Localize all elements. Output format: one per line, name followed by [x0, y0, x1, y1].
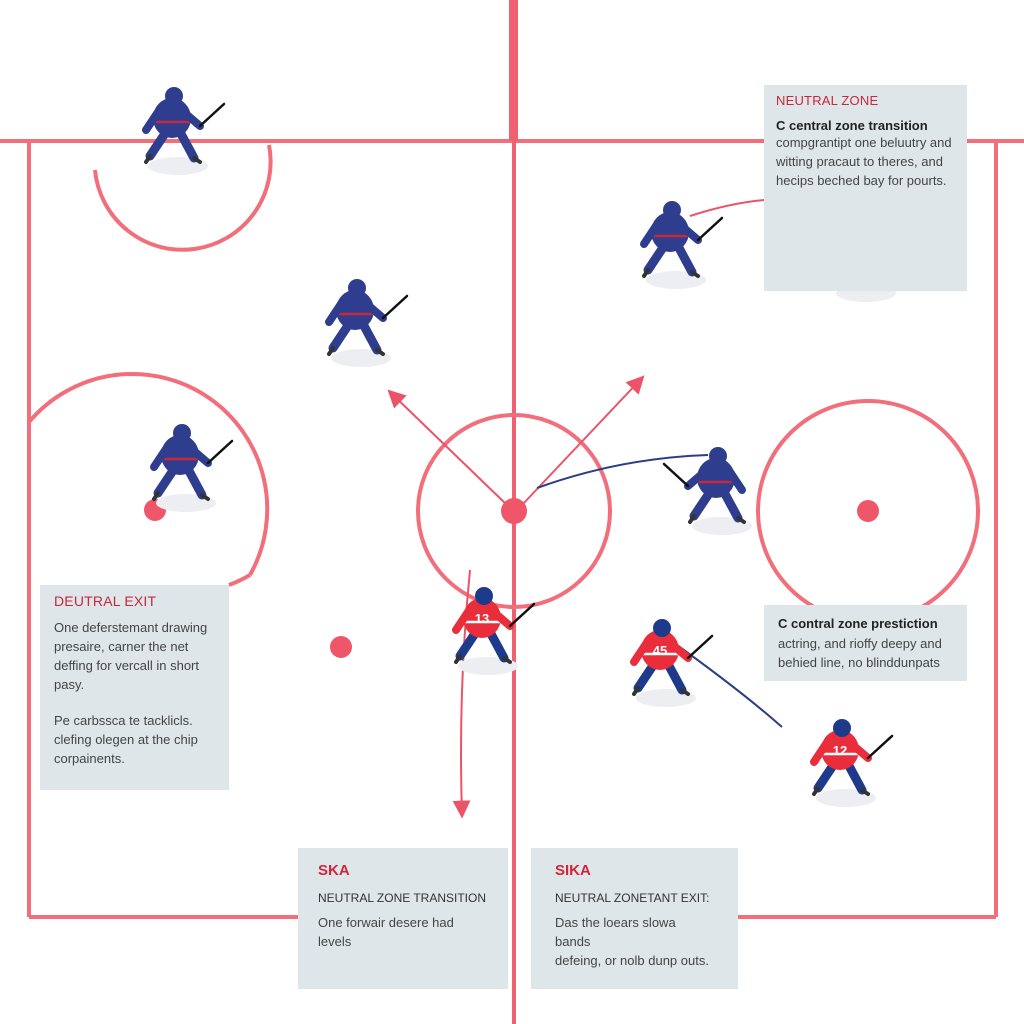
player: 12: [810, 719, 894, 807]
player: 45: [630, 619, 714, 707]
player: 13: [452, 587, 536, 675]
callout-body: compgrantipt one beluutry and witting pr…: [776, 133, 955, 190]
callout-line: hecips beched bay for pourts.: [776, 173, 947, 188]
center-faceoff-circle: [416, 413, 612, 609]
callout-line: One deferstemant drawing: [54, 620, 208, 635]
player-number: 13: [475, 611, 489, 626]
player: [662, 447, 752, 535]
callout-line: deffing for vercall in short: [54, 658, 199, 673]
callout-body: Das the loears slowa bands defeing, or n…: [555, 913, 714, 970]
callout-line: Pe carbssca te tacklicls.: [54, 713, 193, 728]
player-number: 45: [653, 643, 667, 658]
callout-line: presaire, carner the net: [54, 639, 189, 654]
player: [150, 424, 234, 512]
arrow-up-left: [387, 389, 508, 506]
callout-body-2: Pe carbssca te tacklicls. clefing olegen…: [54, 711, 215, 768]
left-faceoff-circle-lower: [228, 573, 252, 587]
players: 13 45 12: [142, 87, 914, 807]
left-faceoff-circle: [27, 372, 270, 576]
right-faceoff-dot: [857, 500, 879, 522]
callout-title: SIKA: [555, 862, 591, 879]
callout-subtitle: NEUTRAL ZONE TRANSITION: [318, 891, 487, 905]
callout-sika: SIKA NEUTRAL ZONETANT EXIT: Das the loea…: [531, 848, 738, 989]
callout-deutral-exit: DEUTRAL EXIT One deferstemant drawing pr…: [40, 585, 229, 790]
neutral-dot: [330, 636, 352, 658]
player: [325, 279, 409, 367]
arrow-up-right: [521, 375, 645, 506]
player-number: 12: [833, 743, 847, 758]
center-faceoff-dot: [501, 498, 527, 524]
callout-line: behied line, no blinddunpats: [778, 655, 940, 670]
callout-heading: C central zone transition: [776, 118, 928, 133]
top-left-faceoff-arc: [93, 144, 273, 252]
callout-line: corpainents.: [54, 751, 125, 766]
callout-line: pasy.: [54, 677, 85, 692]
callout-zone-prestiction: C contral zone prestiction actring, and …: [764, 605, 967, 681]
callout-body: actring, and rioffy deepy and behied lin…: [778, 634, 953, 672]
callout-line: witting pracaut to theres, and: [776, 154, 943, 169]
callout-line: actring, and rioffy deepy and: [778, 636, 942, 651]
pointer-line: [689, 199, 765, 217]
player: [142, 87, 226, 175]
callout-body-1: One deferstemant drawing presaire, carne…: [54, 618, 215, 694]
callout-heading: C contral zone prestiction: [778, 616, 938, 631]
callout-neutral-zone: NEUTRAL ZONE C central zone transition c…: [764, 85, 967, 291]
arrow-down: [452, 569, 471, 819]
callout-title: NEUTRAL ZONE: [776, 93, 879, 108]
callout-line: clefing olegen at the chip: [54, 732, 198, 747]
center-line: [509, 0, 518, 141]
callout-line: compgrantipt one beluutry and: [776, 135, 952, 150]
player: [640, 201, 724, 289]
pass-line-center: [536, 454, 709, 489]
callout-body: One forwair desere had levels: [318, 915, 454, 949]
callout-line: defeing, or nolb dunp outs.: [555, 953, 709, 968]
callout-title: DEUTRAL EXIT: [54, 593, 157, 609]
callout-line: Das the loears slowa bands: [555, 915, 676, 949]
callout-title: SKA: [318, 862, 350, 879]
callout-ska: SKA NEUTRAL ZONE TRANSITION One forwair …: [298, 848, 508, 989]
callout-subtitle: NEUTRAL ZONETANT EXIT:: [555, 891, 710, 905]
